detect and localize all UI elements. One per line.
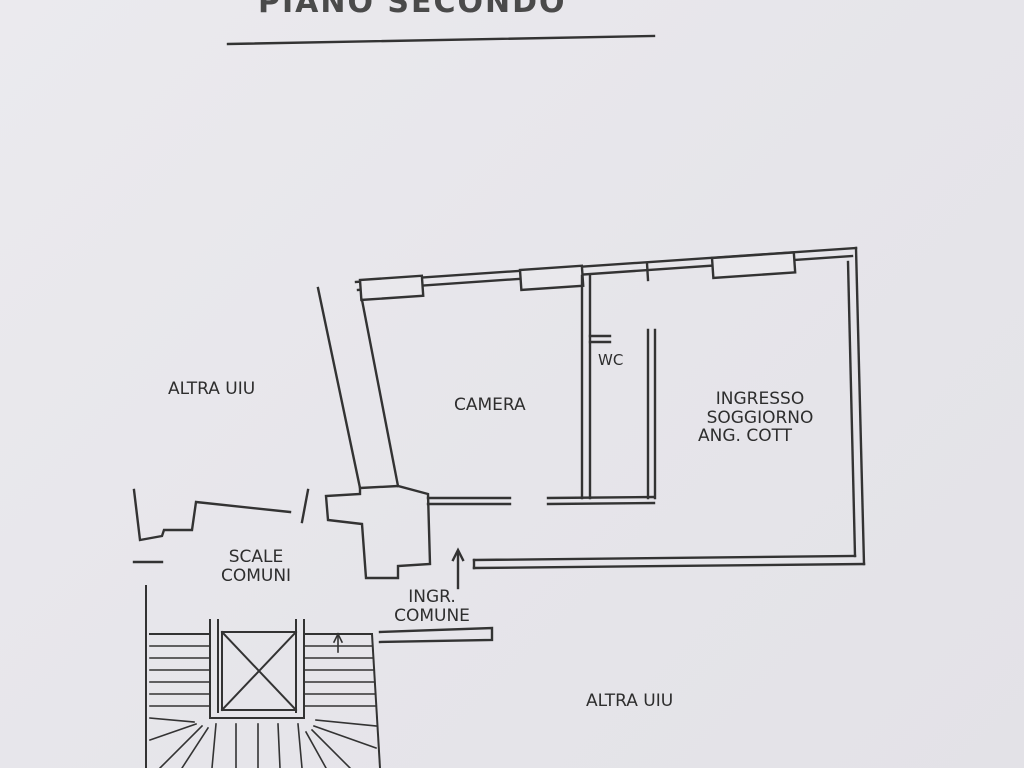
camera-left-wall <box>316 286 400 490</box>
room-label-altra-uiu-top: ALTRA UIU <box>168 379 256 399</box>
room-label-ingresso-line3: ANG. COTT <box>698 426 793 447</box>
stair-treads-bottom <box>211 723 303 768</box>
stair-treads-right <box>303 632 378 768</box>
room-label-ingresso: INGRESSO SOGGIORNO ANG. COTT <box>694 390 826 446</box>
camera-bottom-wall <box>426 495 656 506</box>
room-label-scale-line1: SCALE <box>228 547 284 567</box>
room-label-scale-line2: COMUNI <box>220 565 292 586</box>
room-label-camera: CAMERA <box>454 395 526 415</box>
right-exterior-wall <box>846 246 866 566</box>
room-label-ingresso-line2: SOGGIORNO <box>706 407 814 428</box>
room-label-ingr-comune: INGR. COMUNE <box>380 588 484 625</box>
living-bottom-wall <box>472 554 866 570</box>
entrance-arrow <box>451 547 465 590</box>
stair-core <box>145 585 382 768</box>
room-label-altra-uiu-bottom: ALTRA UIU <box>586 691 674 711</box>
room-label-ingr-line2: COMUNE <box>394 605 470 626</box>
left-boundary-wall <box>132 488 310 564</box>
room-label-scale-comuni: SCALE COMUNI <box>206 548 306 585</box>
stair-treads-left <box>148 645 211 768</box>
wc-walls <box>588 328 657 500</box>
entrance-return-wall <box>378 626 494 644</box>
title-underline <box>226 34 656 46</box>
plan-title: PIANO SECONDO <box>258 0 567 20</box>
room-label-wc: WC <box>598 352 624 368</box>
top-exterior-wall <box>354 246 858 302</box>
central-pillar <box>324 484 432 580</box>
room-label-ingresso-line1: INGRESSO <box>715 389 805 409</box>
camera-partition-wall <box>580 274 592 500</box>
room-label-ingr-line1: INGR. <box>408 587 456 607</box>
